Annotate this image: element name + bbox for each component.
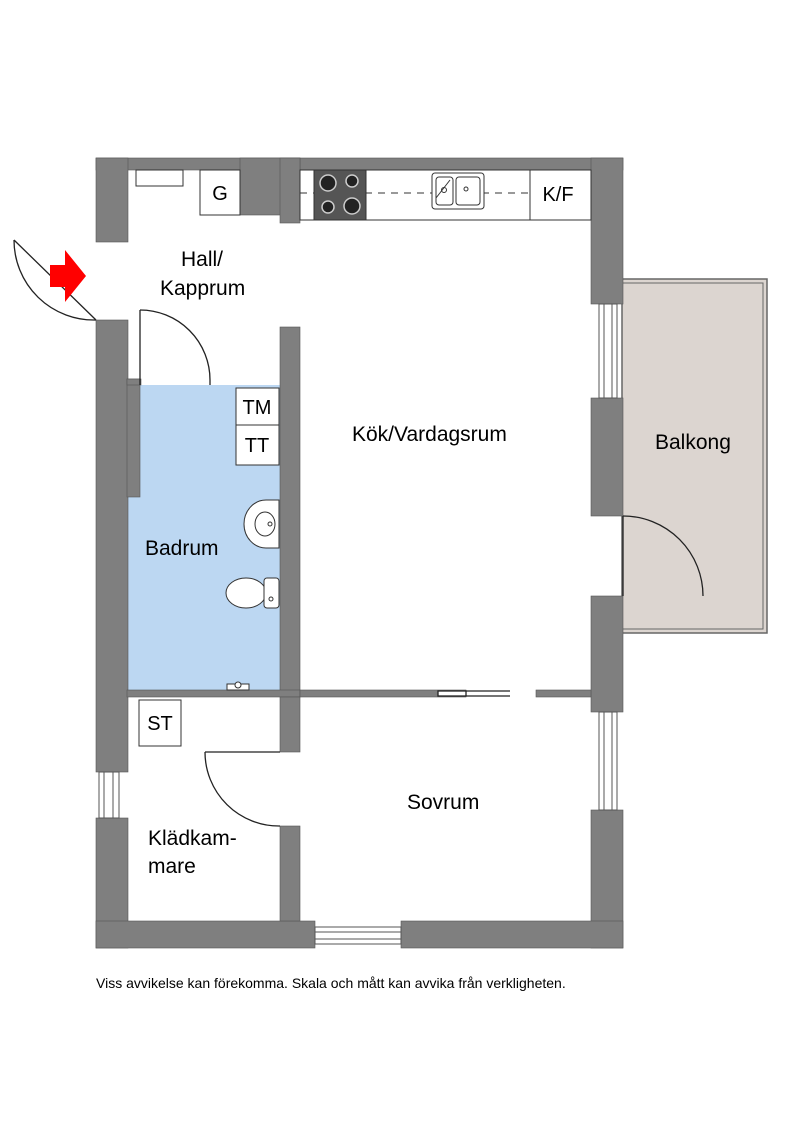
stove-icon bbox=[313, 169, 367, 221]
room-label-hall-1: Hall/ bbox=[181, 248, 223, 271]
floor-drain-icon bbox=[226, 681, 250, 691]
hat-shelf bbox=[135, 169, 184, 187]
storage-box bbox=[138, 699, 182, 747]
entrance-arrow-icon bbox=[50, 250, 86, 302]
toilet-icon bbox=[225, 577, 280, 609]
disclaimer-text: Viss avvikelse kan förekomma. Skala och … bbox=[96, 975, 566, 991]
sliding-door bbox=[437, 690, 510, 697]
balcony bbox=[621, 278, 768, 634]
room-label-bedroom: Sovrum bbox=[407, 791, 479, 814]
window-bottom bbox=[314, 926, 402, 945]
dryer-label: TT bbox=[245, 435, 269, 457]
room-label-balcony: Balkong bbox=[655, 431, 731, 454]
window-right-lower bbox=[598, 711, 618, 811]
storage-label: ST bbox=[147, 713, 173, 735]
washer-dryer-stack bbox=[235, 387, 280, 466]
room-label-walkin-1: Klädkam- bbox=[148, 827, 237, 850]
fridge-freezer-label: K/F bbox=[542, 184, 573, 206]
washer-label: TM bbox=[243, 397, 272, 419]
wardrobe-label: G bbox=[212, 183, 228, 205]
room-label-hall-2: Kapprum bbox=[160, 277, 245, 300]
sink-icon bbox=[431, 172, 485, 210]
windows bbox=[98, 303, 618, 945]
room-label-kitchen-living: Kök/Vardagsrum bbox=[352, 423, 507, 446]
window-right-upper bbox=[598, 303, 618, 399]
bathroom-door bbox=[139, 309, 211, 385]
doors bbox=[13, 239, 704, 827]
walls bbox=[95, 157, 624, 949]
wardrobe-box bbox=[199, 169, 241, 216]
walkin-closet-door bbox=[204, 751, 281, 827]
room-label-walkin-2: mare bbox=[148, 855, 196, 878]
window-left bbox=[98, 771, 120, 819]
room-label-bathroom: Badrum bbox=[145, 537, 219, 560]
balcony-door bbox=[622, 515, 704, 597]
washbasin-icon bbox=[243, 499, 280, 549]
